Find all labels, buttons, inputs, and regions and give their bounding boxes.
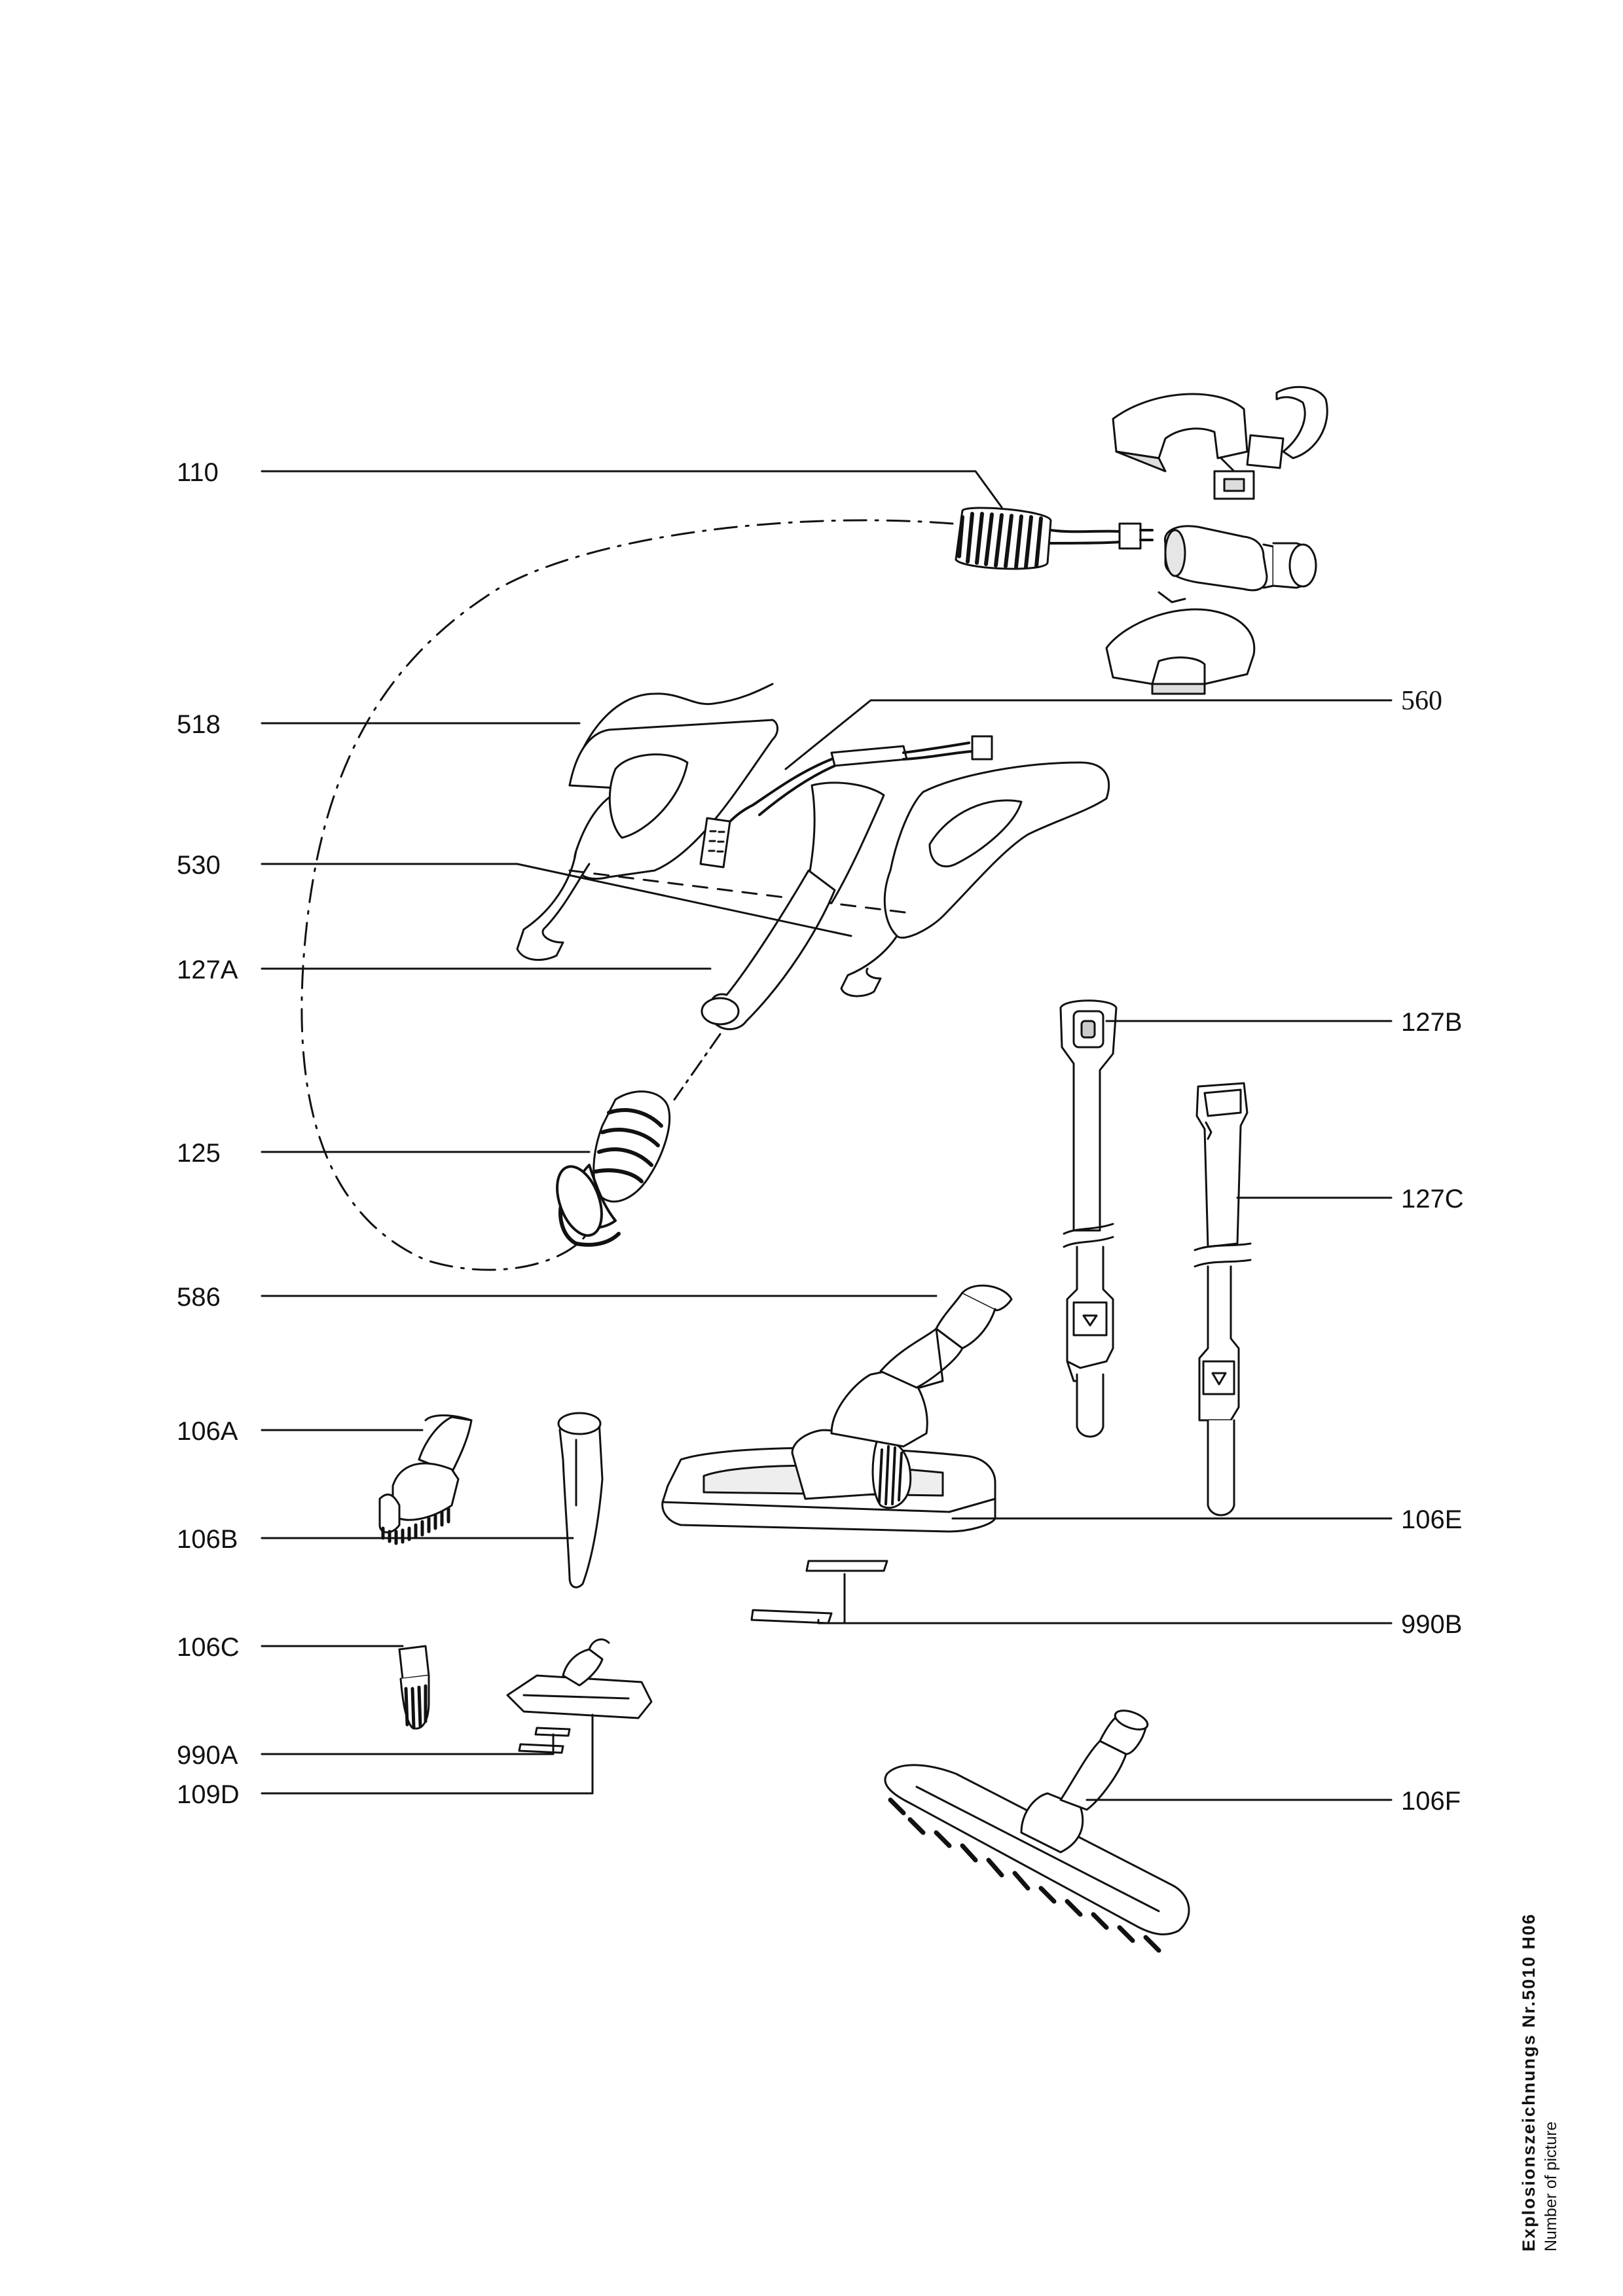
part-110-coiled-cable	[956, 508, 1152, 569]
part-125-hose-fitting	[549, 1092, 670, 1245]
part-560-wire-harness	[701, 736, 992, 867]
part-106F-parquet-nozzle	[885, 1707, 1189, 1950]
part-109D-upholstery-nozzle	[507, 1640, 651, 1718]
caption-subtitle: Number of picture	[1542, 2121, 1560, 2251]
part-106B-crevice-tool	[558, 1413, 602, 1587]
label-990A: 990A	[177, 1741, 238, 1770]
label-106B: 106B	[177, 1525, 238, 1554]
caption-title: Explosionszeichnungs Nr.5010 H06	[1519, 1912, 1539, 2251]
part-127A-axis-dashdot	[674, 1034, 720, 1100]
part-106C-small-brush	[399, 1646, 429, 1729]
hose-route-dashdot	[302, 520, 953, 1270]
handle-assembly	[1106, 387, 1327, 694]
label-110: 110	[177, 458, 219, 487]
drawing-number-caption: Explosionszeichnungs Nr.5010 H06 Number …	[1519, 1913, 1561, 2251]
label-127A: 127A	[177, 956, 238, 984]
label-530: 530	[177, 851, 221, 880]
label-125: 125	[177, 1139, 221, 1168]
part-127C-lower-tube	[1195, 1083, 1250, 1515]
label-586: 586	[177, 1283, 221, 1312]
label-106A: 106A	[177, 1417, 238, 1446]
part-127A-rod	[702, 870, 835, 1030]
part-990A-strips	[519, 1728, 570, 1753]
leader-lines	[262, 471, 1391, 1800]
label-109D: 109D	[177, 1780, 240, 1809]
label-127C: 127C	[1401, 1185, 1464, 1213]
label-106E: 106E	[1401, 1505, 1463, 1534]
label-106C: 106C	[177, 1633, 240, 1662]
part-990B-strips	[752, 1561, 887, 1623]
label-127B: 127B	[1401, 1008, 1463, 1037]
part-518-530-frame	[517, 684, 1109, 996]
part-127B-upper-tube	[1061, 1001, 1116, 1437]
part-106A-dusting-brush	[380, 1416, 471, 1544]
label-990B: 990B	[1401, 1610, 1463, 1639]
part-106E-floor-nozzle	[663, 1285, 1012, 1532]
label-560: 560	[1401, 686, 1442, 716]
label-106F: 106F	[1401, 1787, 1461, 1816]
label-518: 518	[177, 710, 221, 739]
